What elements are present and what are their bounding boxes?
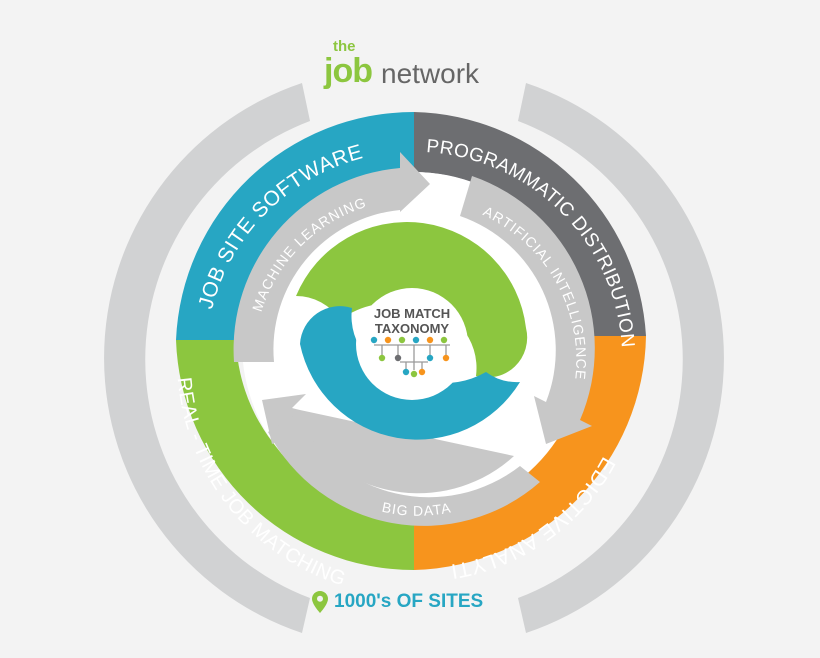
outer-bracket-left bbox=[104, 83, 310, 633]
logo-the: the bbox=[333, 38, 356, 55]
logo-job: job bbox=[324, 52, 373, 90]
footer-sites-label: 1000's OF SITES bbox=[334, 591, 484, 612]
arrow-big-data-band bbox=[268, 414, 540, 526]
arrow-big-data bbox=[262, 394, 514, 494]
segment-programmatic-distribution bbox=[414, 112, 646, 336]
center-disk bbox=[356, 288, 468, 400]
logo-network: network bbox=[381, 58, 480, 89]
center-title-line2: TAXONOMY bbox=[375, 321, 449, 336]
swirl-blue bbox=[300, 306, 520, 440]
svg-text:BIG DATA: BIG DATA bbox=[381, 499, 453, 519]
center-title-line1: JOB MATCH bbox=[374, 306, 450, 321]
outer-bracket-right bbox=[518, 83, 724, 633]
map-pin-icon bbox=[312, 591, 328, 613]
taxonomy-tree-icon bbox=[370, 336, 450, 378]
segment-realtime-matching bbox=[176, 340, 414, 571]
arrow-machine-learning bbox=[233, 152, 430, 362]
segment-job-site-software bbox=[176, 111, 414, 340]
label-big-data: BIG DATA bbox=[381, 499, 452, 519]
arrow-artificial-intelligence bbox=[460, 176, 595, 444]
sites-footer: 1000's OF SITES bbox=[312, 591, 483, 613]
